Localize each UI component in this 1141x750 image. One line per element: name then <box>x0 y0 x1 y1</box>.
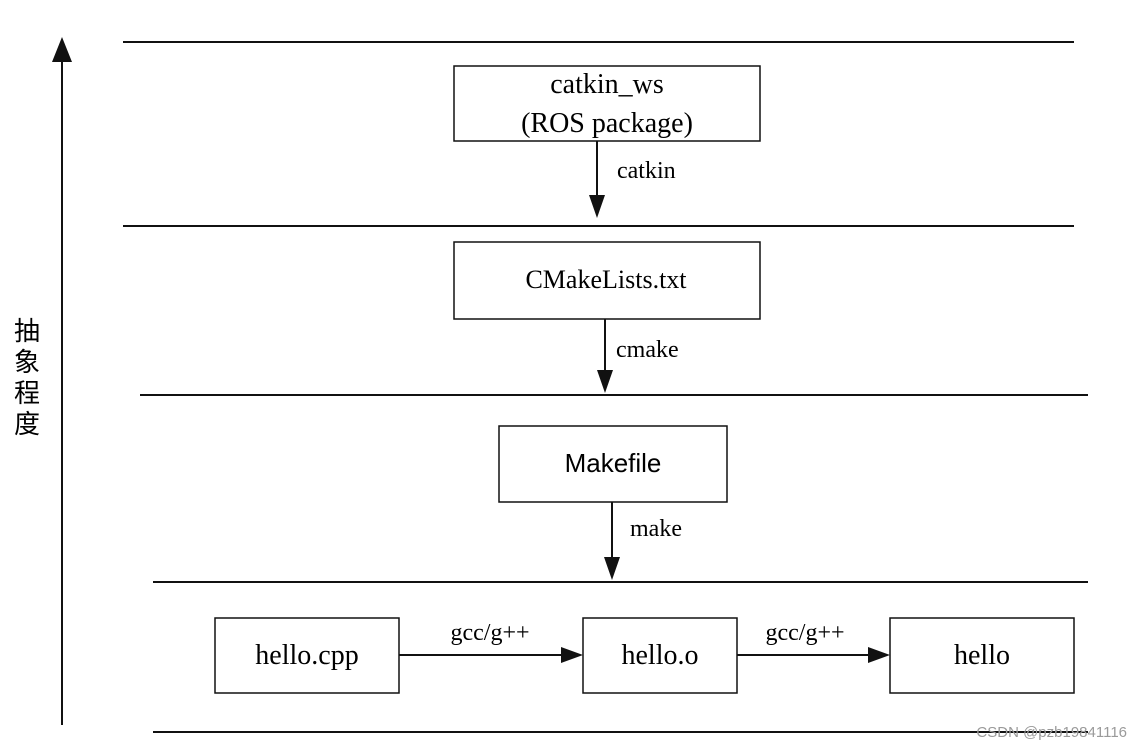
gcc-arrow-head-2 <box>868 647 890 663</box>
axis-label-char-3: 程 <box>14 379 40 408</box>
abstraction-axis-arrowhead <box>52 37 72 62</box>
watermark-text: CSDN @pzb19841116 <box>976 724 1127 741</box>
axis-label-char-2: 象 <box>14 348 40 377</box>
cmakelists-label: CMakeLists.txt <box>525 265 687 294</box>
make-edge-label: make <box>630 516 682 542</box>
catkin-arrow-head <box>589 195 605 218</box>
axis-label-char-4: 度 <box>14 410 40 439</box>
hello-label: hello <box>954 640 1010 671</box>
hello-cpp-box <box>214 617 400 694</box>
makefile-box <box>498 425 728 503</box>
axis-label-char-1: 抽 <box>14 317 40 346</box>
catkin-ws-label: catkin_ws <box>550 69 664 100</box>
gcc-edge-label-2: gcc/g++ <box>765 620 844 646</box>
hello-box <box>889 617 1075 694</box>
make-arrow-head <box>604 557 620 580</box>
ros-package-label: (ROS package) <box>521 108 693 139</box>
hello-cpp-label: hello.cpp <box>255 640 358 671</box>
catkin-ws-box <box>453 65 761 142</box>
gcc-arrow-head-1 <box>561 647 583 663</box>
hello-o-box <box>582 617 738 694</box>
makefile-label: Makefile <box>565 448 662 478</box>
hello-o-label: hello.o <box>622 640 699 671</box>
cmakelists-box <box>453 241 761 320</box>
cmake-edge-label: cmake <box>616 337 679 363</box>
cmake-arrow-head <box>597 370 613 393</box>
catkin-edge-label: catkin <box>617 158 676 184</box>
gcc-edge-label-1: gcc/g++ <box>450 620 529 646</box>
